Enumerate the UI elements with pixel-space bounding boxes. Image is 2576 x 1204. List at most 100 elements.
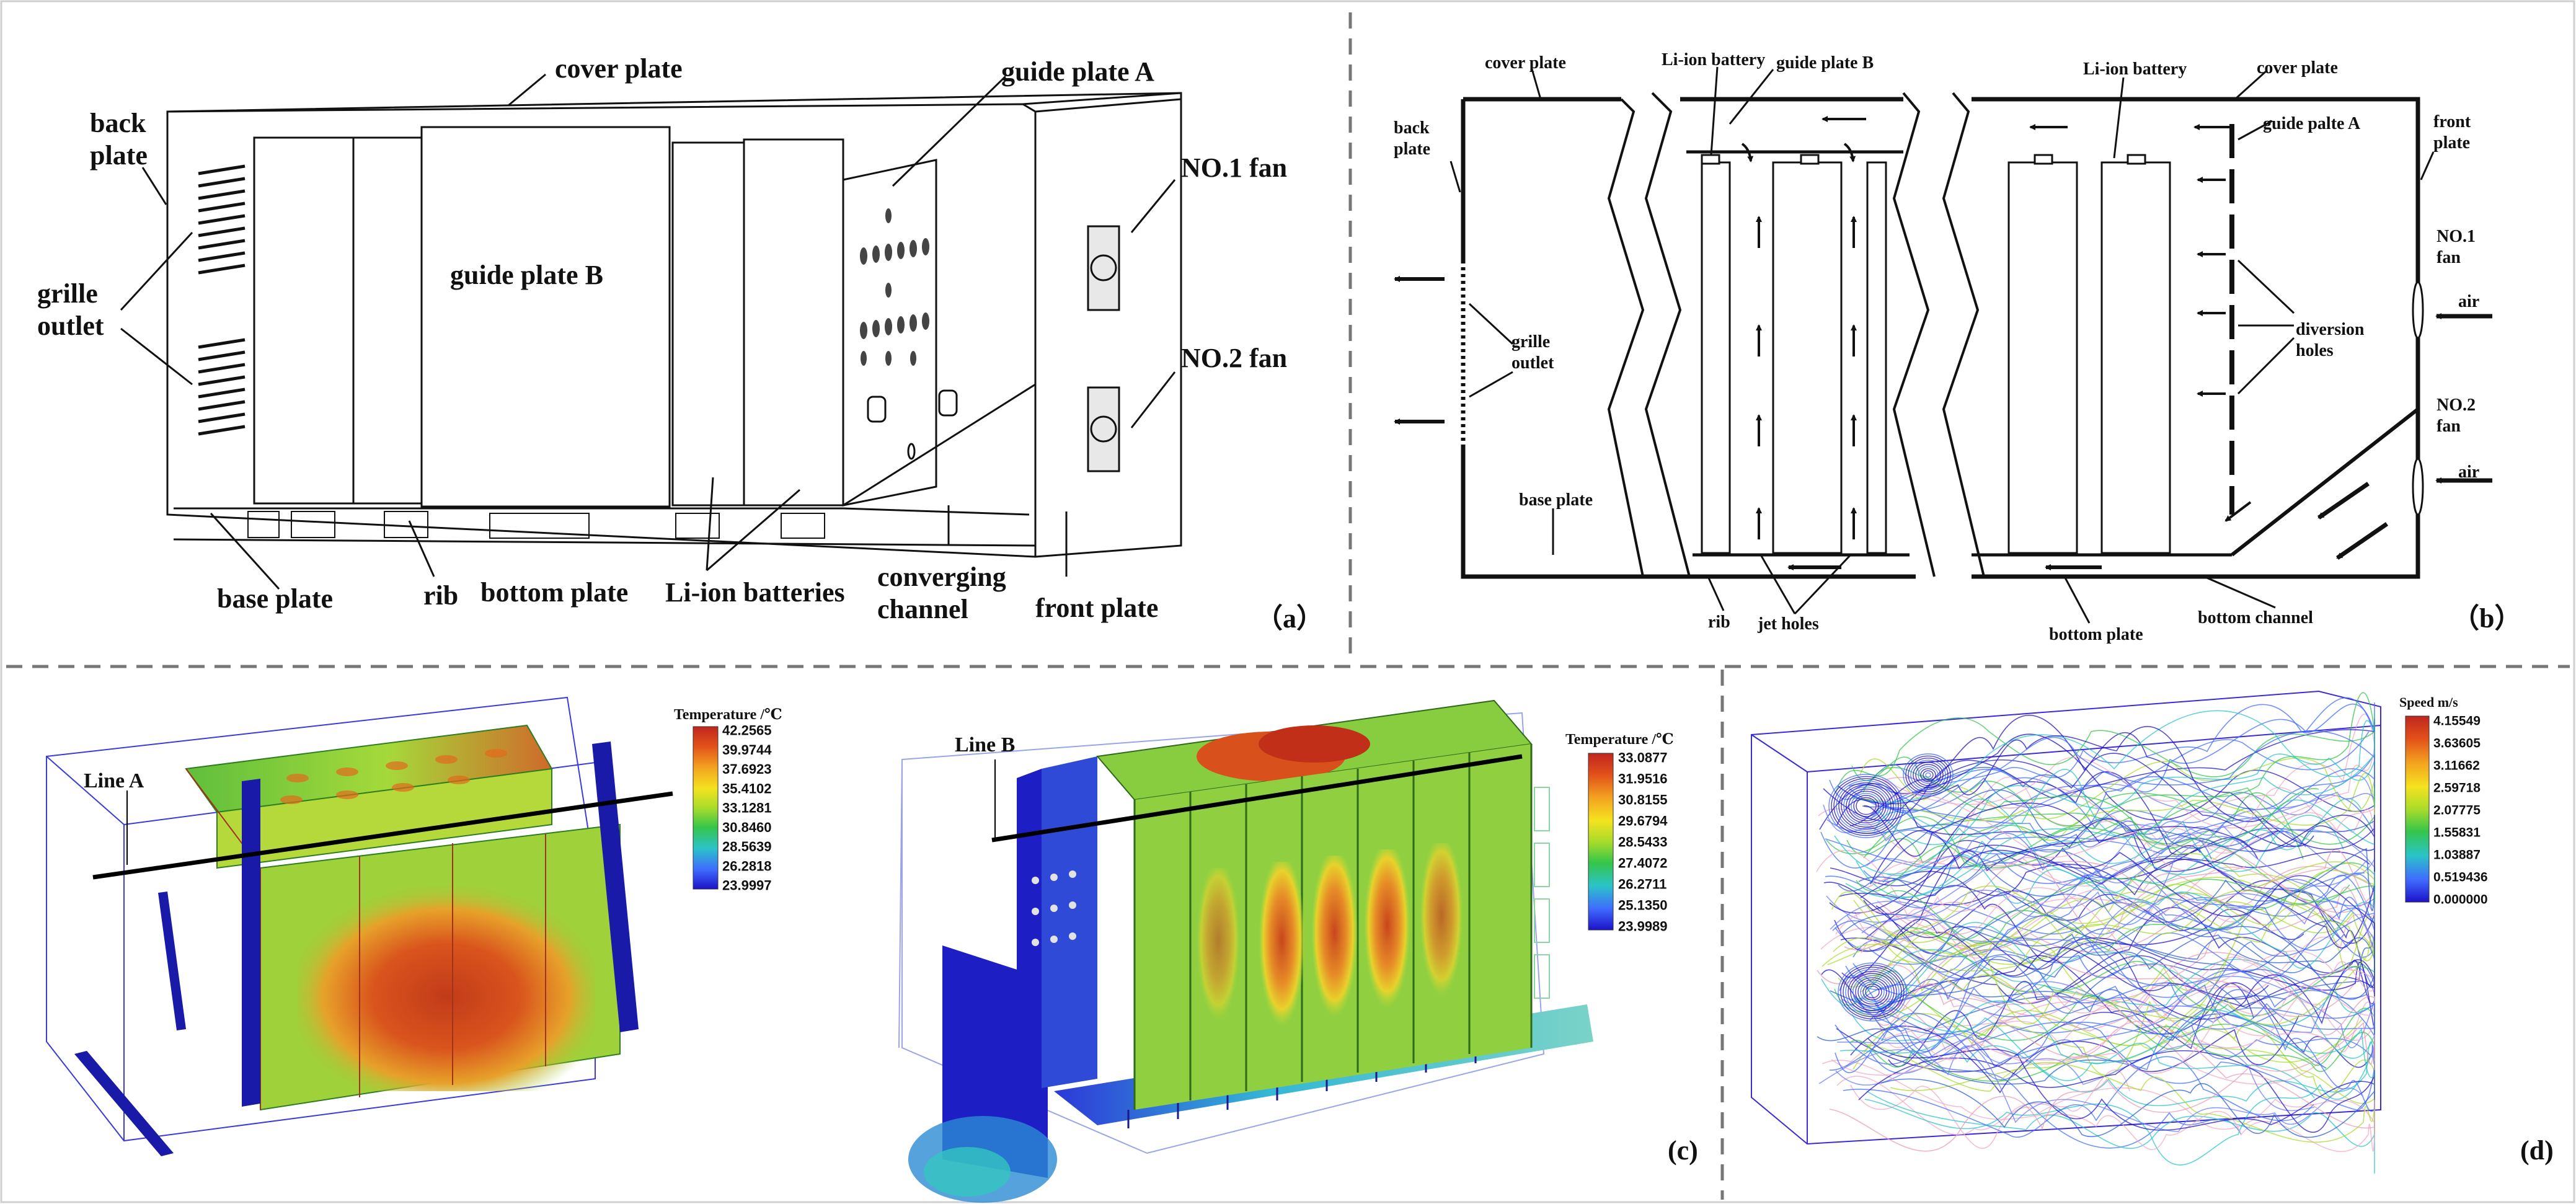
legend-c-right-tick-6: 26.2711: [1618, 877, 1666, 892]
label-line-a: Line A: [84, 769, 144, 792]
label-b-air-2: air: [2458, 463, 2479, 482]
label-b-guide-palte-a: guide palte A: [2263, 114, 2361, 133]
panel-d: Speed m/s 4.155493.636053.116622.597182.…: [1751, 690, 2554, 1174]
streamline: [1851, 710, 2375, 803]
streamline-swirl: [1841, 784, 1892, 828]
label-b-base-plate: base plate: [1519, 490, 1593, 510]
label-b-bottom-plate: bottom plate: [2049, 625, 2143, 644]
legend-c-right-tick-8: 23.9989: [1618, 919, 1668, 934]
streamline: [1867, 1044, 2375, 1143]
legend-d-tick-4: 2.07775: [2433, 803, 2481, 817]
panel-c-left-legend: Temperature /℃ 42.256539.974437.692335.4…: [674, 707, 782, 893]
streamline: [1839, 914, 2367, 1052]
legend-c-left-tick-1: 39.9744: [722, 742, 772, 758]
streamline: [1850, 1069, 2130, 1149]
streamline: [1834, 732, 2375, 875]
streamline: [1882, 830, 2306, 896]
legend-d-tick-2: 3.11662: [2433, 758, 2480, 772]
streamline: [1890, 1023, 2375, 1099]
streamline: [1831, 885, 2375, 981]
streamline: [1876, 753, 2375, 846]
streamline: [1863, 802, 2375, 872]
streamline-swirl: [1848, 971, 1897, 1013]
streamline: [1838, 726, 2375, 850]
streamline: [1829, 844, 2375, 949]
streamline: [1838, 852, 2332, 988]
legend-d-colorbar: [2405, 715, 2430, 903]
streamline-swirl: [1923, 770, 1934, 780]
legend-c-left-tick-3: 35.4102: [722, 781, 772, 796]
streamline-swirl: [1843, 786, 1889, 826]
legend-c-left-tick-7: 26.2818: [722, 858, 772, 874]
streamline: [1818, 1045, 2363, 1132]
label-b-cover-plate-left: cover plate: [1485, 53, 1566, 73]
streamline-swirl: [1840, 964, 1905, 1020]
legend-c-left-tick-8: 23.9997: [722, 878, 772, 893]
streamline-swirl: [1850, 973, 1895, 1011]
streamline: [1836, 732, 2314, 847]
streamline-swirl: [1925, 772, 1931, 778]
streamline-swirl: [1838, 962, 1907, 1022]
panel-b: cover plate Li-ion battery guide plate B…: [1394, 50, 2521, 644]
streamline: [1845, 815, 2344, 899]
streamline-swirl: [1903, 753, 1954, 797]
streamline: [1820, 809, 2212, 869]
legend-c-left-tick-5: 30.8460: [722, 820, 772, 835]
streamline: [1839, 914, 2375, 1000]
label-line-b: Line B: [955, 733, 1015, 756]
legend-d-tick-3: 2.59718: [2433, 781, 2481, 795]
legend-c-right-tick-2: 30.8155: [1618, 792, 1668, 808]
streamline: [1825, 873, 2375, 935]
label-base-plate: base plate: [217, 583, 333, 614]
panel-b-drawing: [1460, 92, 2424, 579]
panel-a-leaders: [120, 73, 1176, 590]
streamline: [1825, 838, 2375, 951]
label-front-plate: front plate: [1035, 593, 1158, 623]
streamline: [1881, 1003, 2375, 1081]
legend-d-tick-7: 0.519436: [2433, 870, 2488, 884]
streamline: [1858, 848, 2375, 923]
streamline-swirl: [1857, 979, 1887, 1005]
streamline-swirl: [1910, 759, 1946, 790]
streamline: [1835, 856, 2375, 958]
streamline: [1838, 789, 2297, 892]
label-cover-plate: cover plate: [555, 53, 683, 84]
label-b-guide-plate-b: guide plate B: [1776, 53, 1874, 73]
legend-c-left-title: Temperature /℃: [674, 707, 782, 723]
streamline-swirl: [1846, 789, 1887, 823]
streamline: [1880, 719, 2375, 814]
streamline: [1865, 851, 2370, 939]
streamline: [1882, 731, 2370, 847]
streamline-swirl: [1848, 790, 1884, 821]
legend-c-right-title: Temperature /℃: [1565, 732, 1674, 748]
panel-b-arrows: [1394, 116, 2492, 570]
label-b-bottom-channel: bottom channel: [2198, 608, 2313, 627]
streamline: [1817, 995, 2286, 1085]
streamline-swirl: [1865, 985, 1880, 999]
panel-c-tag: (c): [1668, 1135, 1698, 1166]
streamline: [1819, 783, 2279, 872]
streamline: [1843, 1056, 2314, 1138]
legend-c-left-tick-2: 37.6923: [722, 761, 772, 777]
streamline-swirl: [1918, 766, 1939, 784]
legend-c-right-tick-7: 25.1350: [1618, 898, 1668, 913]
panel-c-left-model: Line A: [46, 696, 673, 1156]
label-b-rib: rib: [1708, 613, 1730, 632]
streamline-swirl: [1853, 795, 1879, 817]
panel-b-batteries: [1701, 154, 2171, 554]
legend-c-right-tick-5: 27.4072: [1618, 856, 1668, 871]
streamline-swirl: [1836, 780, 1897, 832]
streamline-swirl: [1860, 981, 1885, 1003]
label-b-li-ion-battery-1: Li-ion battery: [1662, 50, 1765, 69]
streamline: [1830, 893, 2375, 949]
streamline: [1863, 771, 2259, 914]
panel-b-leaders: [1450, 66, 2435, 624]
streamline-swirl: [1905, 755, 1951, 795]
